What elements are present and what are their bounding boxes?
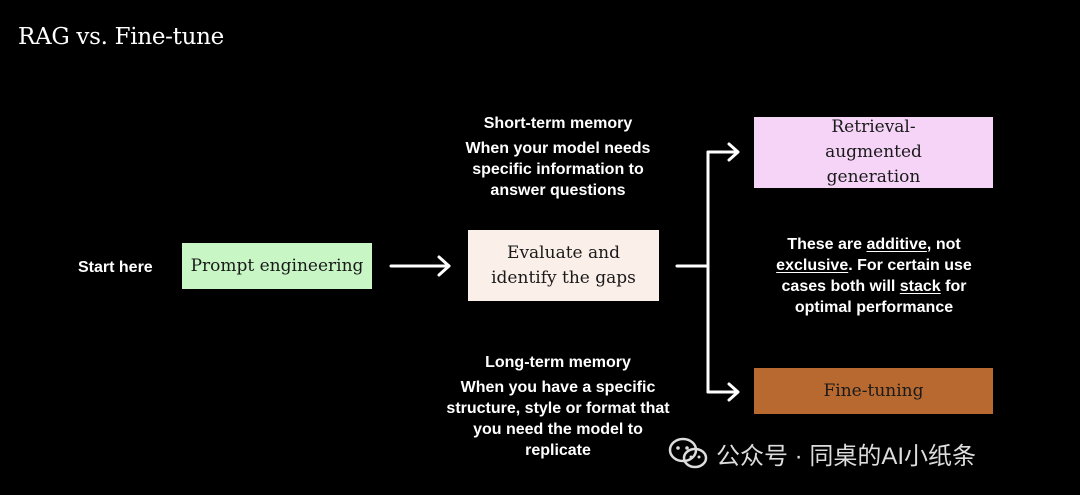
wechat-icon: [668, 437, 708, 468]
diagram-title: RAG vs. Fine-tune: [18, 24, 224, 50]
long-term-memory-note: Long-term memory When you have a specifi…: [440, 352, 676, 461]
rag-box: Retrieval-augmented generation: [754, 117, 993, 188]
arrowhead-branch-to-rag: [727, 142, 740, 162]
start-label: Start here: [78, 259, 153, 276]
fine-tuning-box: Fine-tuning: [754, 368, 993, 414]
prompt-engineering-box: Prompt engineering: [182, 243, 372, 289]
long-term-heading: Long-term memory: [485, 354, 631, 371]
short-term-heading: Short-term memory: [483, 115, 633, 132]
stack-word: stack: [899, 278, 941, 295]
arrowhead-prompt-to-evaluate: [437, 255, 451, 277]
additive-word: additive: [866, 236, 927, 253]
prompt-engineering-label: Prompt engineering: [190, 255, 364, 276]
arrowhead-branch-to-finetune: [727, 382, 740, 402]
additive-text-2: , not: [926, 236, 961, 253]
long-term-text: When you have a specific structure, styl…: [446, 379, 670, 459]
watermark-text: 公众号 · 同桌的AI小纸条: [716, 443, 977, 470]
additive-text-1: These are: [787, 236, 867, 253]
short-term-text: When your model needs specific informati…: [465, 140, 651, 199]
watermark: 公众号 · 同桌的AI小纸条: [668, 436, 976, 471]
rag-label: Retrieval-augmented generation: [825, 117, 922, 187]
additive-text-4: for optimal performance: [794, 278, 967, 316]
additive-text-3: . For certain use cases both will: [781, 257, 972, 295]
evaluate-box: Evaluate and identify the gaps: [468, 230, 659, 301]
evaluate-label: Evaluate and identify the gaps: [491, 242, 636, 288]
exclusive-word: exclusive: [776, 257, 849, 274]
short-term-memory-note: Short-term memory When your model needs …: [448, 113, 668, 201]
additive-note: These are additive, not exclusive. For c…: [760, 234, 988, 318]
fine-tuning-label: Fine-tuning: [823, 380, 924, 401]
